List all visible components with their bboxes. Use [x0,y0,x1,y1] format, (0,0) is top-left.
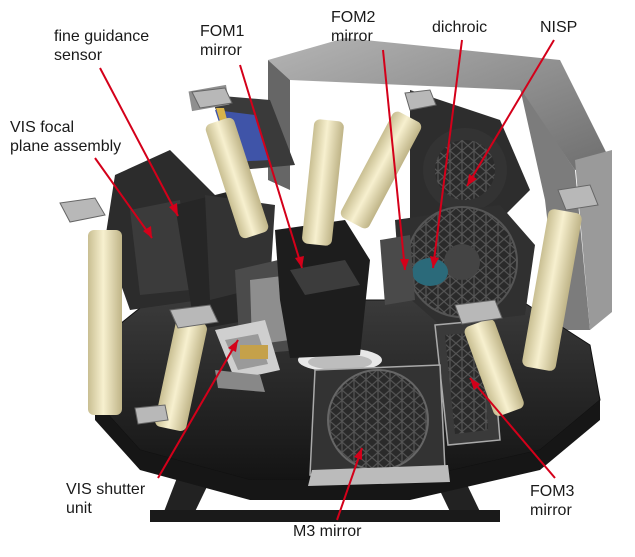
label-line: unit [66,500,92,517]
label-line: FOM3 [530,483,575,500]
label-dichroic: dichroic [432,18,487,37]
arrow-nisp [466,39,555,187]
label-line: fine guidance [54,28,150,45]
label-fom2-mirror: FOM2 mirror [331,8,375,46]
arrow-fom1 [239,64,304,269]
label-line: plane assembly [10,138,122,155]
label-line: mirror [200,42,242,59]
struts [88,111,582,432]
label-nisp: NISP [540,18,577,37]
label-line: VIS focal [10,119,75,136]
label-line: mirror [530,502,572,519]
arrow-vis-focal [94,157,153,239]
label-line: dichroic [432,19,488,36]
arrow-m3 [336,447,363,521]
arrow-dichroic [430,39,463,269]
label-line: NISP [540,19,578,36]
label-line: M3 mirror [293,523,362,540]
label-vis-focal-plane-assembly: VIS focal plane assembly [10,118,121,156]
label-line: mirror [331,28,373,45]
shutter-unit [215,320,280,392]
leader-arrows [94,39,556,521]
label-m3-mirror: M3 mirror [293,522,361,541]
arrow-fom2 [382,49,409,271]
label-fom1-mirror: FOM1 mirror [200,22,244,60]
label-vis-shutter-unit: VIS shutter unit [66,480,145,518]
label-fine-guidance-sensor: fine guidance sensor [54,27,149,65]
label-fom3-mirror: FOM3 mirror [530,482,574,520]
label-line: sensor [54,47,103,64]
arrow-vis-shutter [157,339,239,479]
label-line: VIS shutter [66,481,146,498]
arrow-fine-guidance [99,67,179,217]
strut-brackets [59,87,599,425]
arrow-fom3 [469,377,556,479]
label-line: FOM1 [200,23,245,40]
nisp-assembly [380,90,535,325]
label-line: FOM2 [331,9,376,26]
m3-assembly [308,364,450,486]
